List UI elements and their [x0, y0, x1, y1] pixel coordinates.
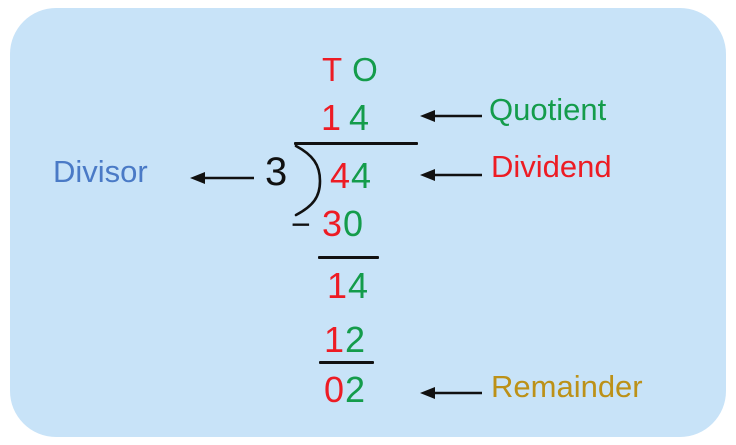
division-bracket-arc	[294, 145, 322, 217]
remainder-digit-ones: 2	[345, 369, 366, 410]
divisor-digit: 3	[265, 152, 287, 192]
remainder-label: Remainder	[491, 369, 643, 404]
subtraction-line-1	[318, 256, 379, 259]
place-value-tens-label: T	[322, 51, 343, 88]
subtrahend2-digit-ones: 2	[345, 319, 366, 360]
subtrahend1-digits: 3 0	[322, 206, 363, 242]
quotient-digits: 1 4	[321, 100, 369, 136]
dividend-digit-ones: 4	[351, 155, 372, 196]
minus-sign-glyph: −	[291, 206, 311, 244]
remainder-arrow	[420, 387, 482, 399]
subtrahend2-digit-tens: 1	[324, 319, 345, 360]
difference1-digits: 1 4	[327, 268, 368, 304]
diagram-card	[10, 8, 726, 437]
dividend-digits: 4 4	[330, 158, 371, 194]
subtrahend2-digits: 1 2	[324, 322, 365, 358]
divisor-arrow	[190, 172, 254, 184]
quotient-digit-tens: 1	[321, 97, 342, 138]
place-value-header: T O	[322, 53, 378, 86]
quotient-label: Quotient	[489, 92, 607, 127]
dividend-digit-tens: 4	[330, 155, 351, 196]
dividend-arrow	[420, 169, 482, 181]
subtrahend1-digit-ones: 0	[343, 203, 364, 244]
division-bracket-line	[294, 142, 418, 145]
subtraction-line-2	[319, 361, 374, 364]
quotient-arrow	[420, 110, 482, 122]
difference1-digit-ones: 4	[348, 265, 369, 306]
remainder-digit-tens: 0	[324, 369, 345, 410]
difference1-digit-tens: 1	[327, 265, 348, 306]
divisor-digit-value: 3	[265, 150, 288, 194]
dividend-label: Dividend	[491, 149, 612, 184]
divisor-label: Divisor	[53, 154, 148, 189]
minus-sign: −	[291, 208, 311, 242]
quotient-digit-ones: 4	[349, 97, 370, 138]
subtrahend1-digit-tens: 3	[322, 203, 343, 244]
remainder-digits: 0 2	[324, 372, 365, 408]
place-value-ones-label: O	[352, 51, 378, 88]
